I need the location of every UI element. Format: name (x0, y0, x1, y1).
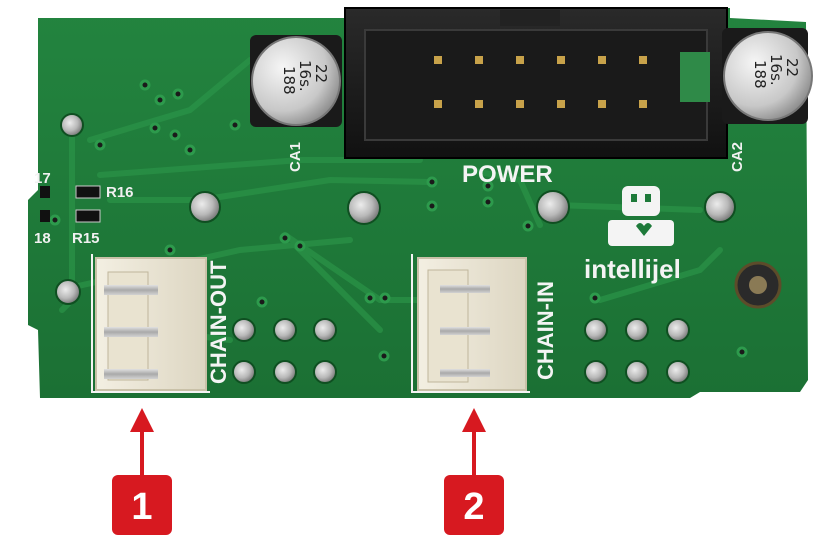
svg-text:22: 22 (312, 64, 330, 83)
callout-arrow-1 (130, 408, 154, 475)
vias (49, 79, 748, 362)
capacitor-ca1: 22 16s. 188 (250, 35, 342, 127)
svg-text:22: 22 (783, 58, 801, 77)
callout-arrow-2 (462, 408, 486, 475)
svg-text:16s.: 16s. (767, 54, 785, 86)
label-r16: R16 (106, 184, 134, 201)
brand-label: intellijel (584, 254, 681, 284)
chain-out-connector (95, 257, 207, 391)
label-chain-out: CHAIN-OUT (206, 260, 231, 384)
label-r18: 18 (34, 230, 51, 247)
smd-resistors (40, 185, 101, 223)
callout-badge-1: 1 (112, 475, 172, 535)
svg-text:188: 188 (280, 66, 298, 95)
label-r17: 17 (34, 170, 51, 187)
intellijel-logo: intellijel (584, 186, 681, 284)
label-ca2: CA2 (729, 142, 746, 172)
chain-in-connector (417, 257, 527, 391)
solder-pads (55, 113, 736, 384)
silkscreen-outlines (91, 254, 530, 393)
callout-badge-2: 2 (444, 475, 504, 535)
power-header-connector (344, 7, 728, 159)
label-r15: R15 (72, 230, 100, 247)
svg-text:1: 1 (131, 486, 152, 528)
label-chain-in: CHAIN-IN (533, 281, 558, 380)
label-ca1: CA1 (287, 142, 304, 172)
svg-text:2: 2 (463, 486, 484, 528)
svg-text:16s.: 16s. (296, 60, 314, 92)
capacitor-ca2: 22 16s. 188 (722, 28, 813, 124)
svg-text:188: 188 (751, 60, 769, 89)
label-power: POWER (462, 161, 553, 188)
